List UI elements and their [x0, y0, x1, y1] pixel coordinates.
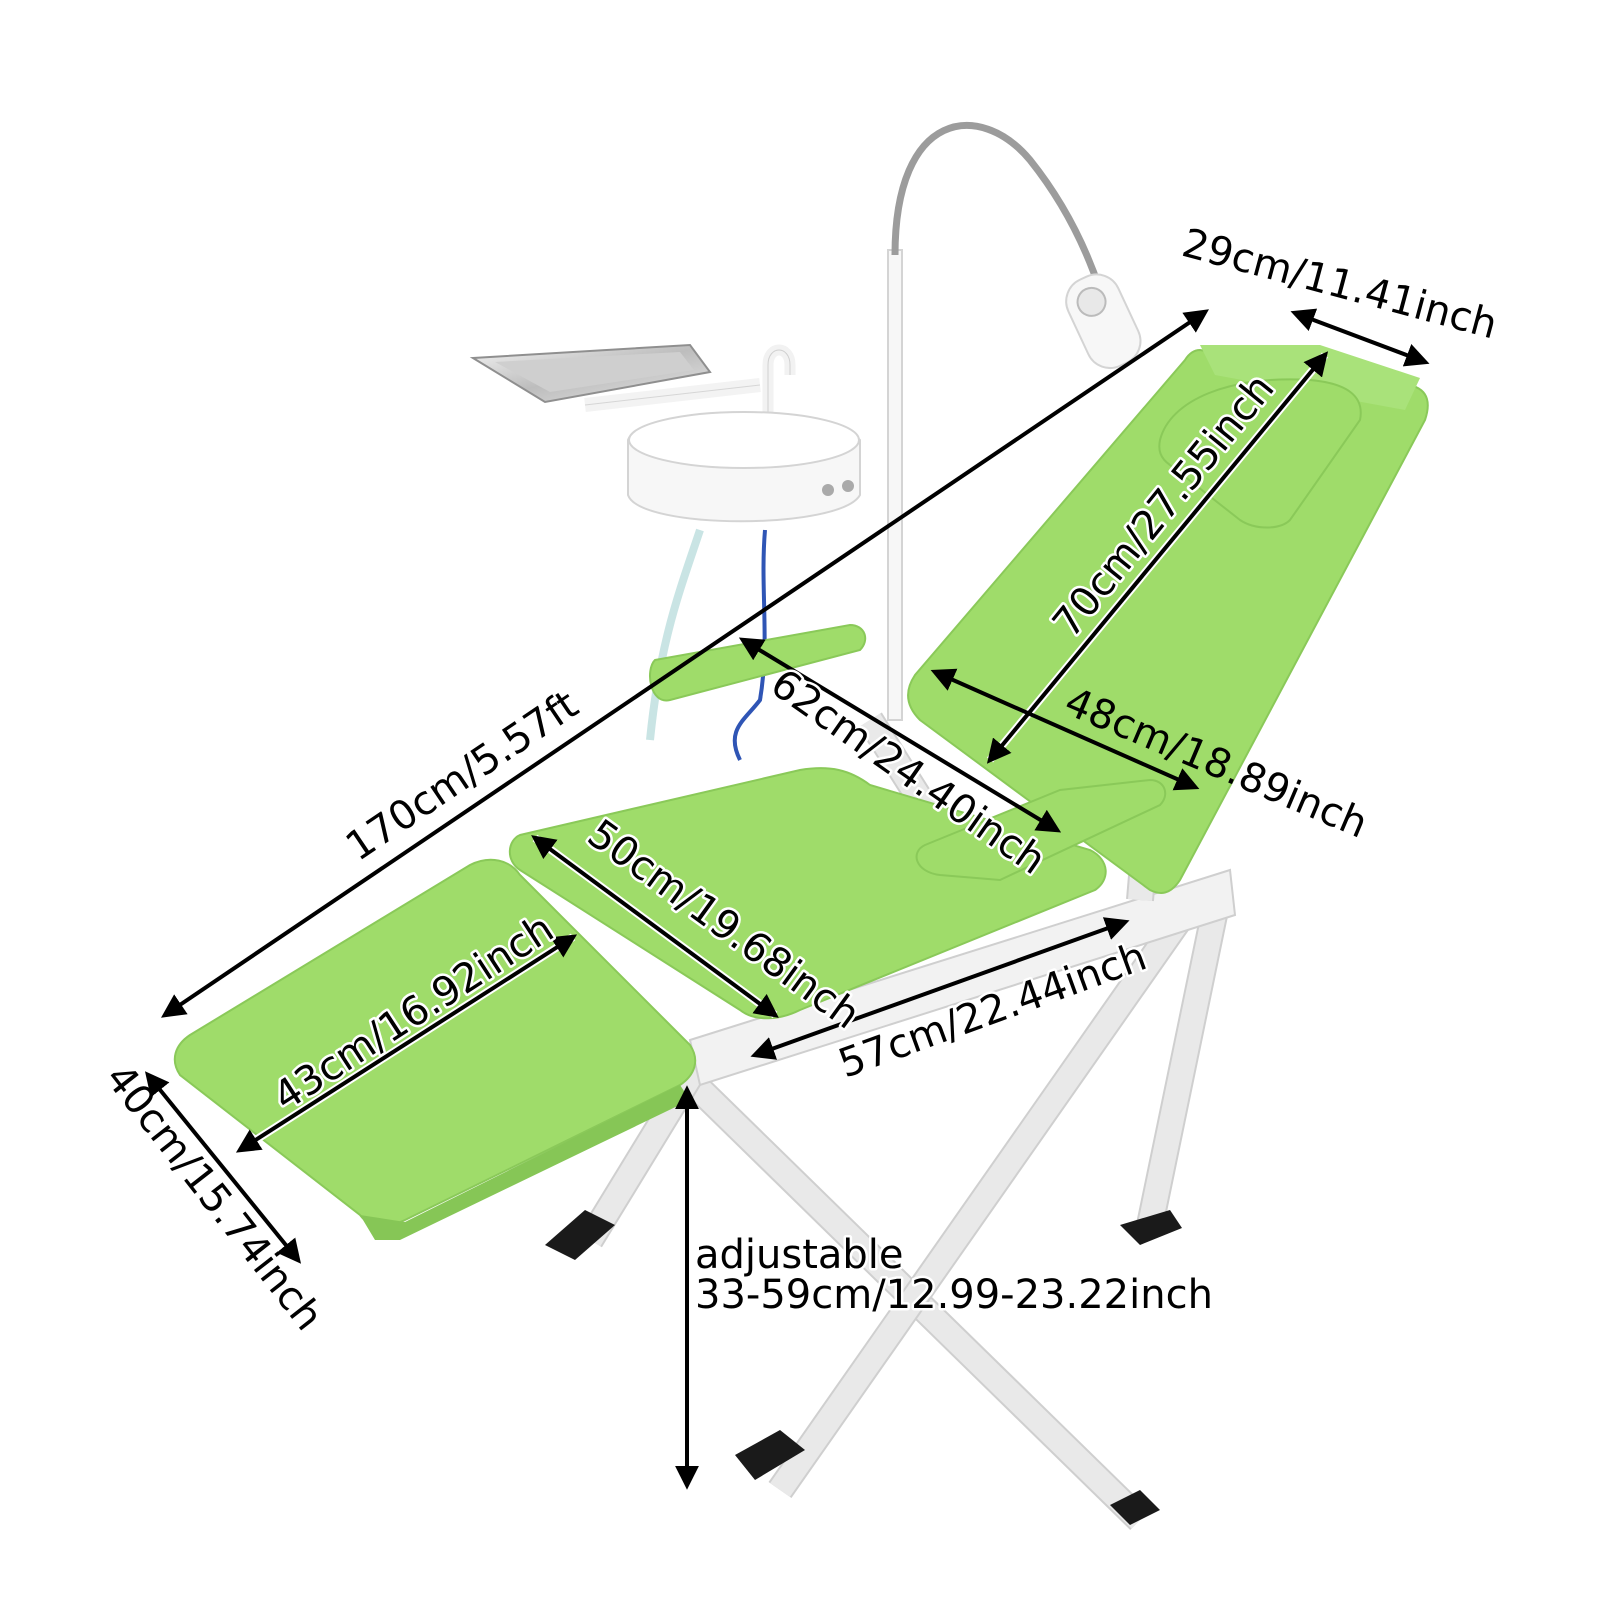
left-armrest [649, 623, 867, 702]
label-height-adjustable: adjustable [695, 1232, 904, 1278]
label-height-range: 33-59cm/12.99-23.22inch [695, 1272, 1213, 1318]
dim-line-frame-depth [750, 917, 1130, 1060]
dimension-annotations [144, 308, 1430, 1490]
gooseneck-arm [891, 122, 1104, 292]
water-hose [646, 528, 704, 741]
dim-line-backrest-width [930, 668, 1200, 791]
spittoon-basin-icon [627, 411, 861, 523]
lamp-pole [887, 249, 903, 721]
dim-line-headrest-width [1290, 308, 1430, 367]
dim-line-legrest-width [144, 1071, 302, 1264]
dim-line-armrest-span [738, 637, 1062, 833]
dim-line-seat-length [531, 835, 779, 1018]
foot-pad [545, 1210, 615, 1260]
foot-pad [735, 1430, 805, 1480]
foot-pad [1110, 1490, 1160, 1525]
foot-pad [1120, 1210, 1182, 1245]
